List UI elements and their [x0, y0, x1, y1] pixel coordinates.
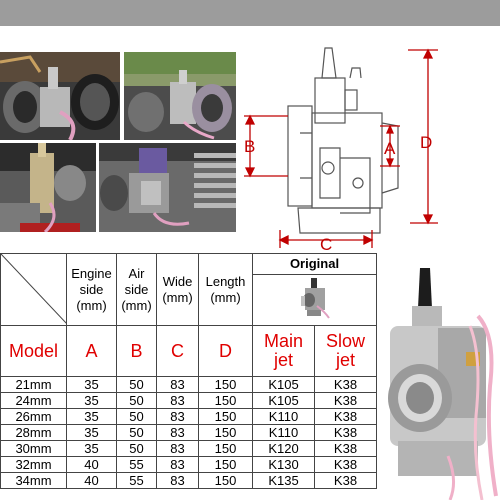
header-engine-side: Engine side (mm) [66, 253, 117, 326]
cell-d: 150 [198, 392, 253, 409]
cell-main: K110 [252, 408, 315, 425]
cell-b: 50 [116, 392, 157, 409]
cell-d: 150 [198, 408, 253, 425]
cell-b: 50 [116, 408, 157, 425]
dimension-label-d: D [420, 133, 432, 152]
cell-d: 150 [198, 440, 253, 457]
carburetor-line-drawing [287, 47, 399, 234]
carburetor-product-photo [378, 256, 500, 500]
cell-d: 150 [198, 376, 253, 393]
label-main-jet: Main jet [252, 325, 315, 377]
original-carburetor-thumbnail [300, 277, 330, 319]
cell-model: 28mm [0, 424, 67, 441]
cell-c: 83 [156, 408, 199, 425]
cell-slow: K38 [314, 392, 377, 409]
carburetor-dimension-diagram: D A B C [244, 47, 438, 253]
installed-carburetor-photo-1 [0, 52, 120, 140]
cell-b: 50 [116, 440, 157, 457]
carburetor-spec-table: Engine side (mm) Air side (mm) Wide (mm)… [0, 253, 377, 489]
cell-slow: K38 [314, 376, 377, 393]
cell-d: 150 [198, 424, 253, 441]
cell-a: 35 [66, 408, 117, 425]
header-length: Length (mm) [198, 253, 253, 326]
original-thumbnail-cell [252, 274, 377, 326]
dimension-label-c: C [320, 235, 332, 253]
header-air-side: Air side (mm) [116, 253, 157, 326]
diagonal-line [1, 254, 67, 324]
cell-slow: K38 [314, 472, 377, 489]
cell-c: 83 [156, 472, 199, 489]
cell-b: 55 [116, 472, 157, 489]
dimension-label-b: B [244, 137, 255, 156]
cell-b: 50 [116, 424, 157, 441]
cell-a: 35 [66, 376, 117, 393]
label-a: A [66, 325, 117, 377]
cell-main: K105 [252, 392, 315, 409]
cell-b: 50 [116, 376, 157, 393]
label-b: B [116, 325, 157, 377]
header-original: Original [252, 253, 377, 275]
installed-carburetor-photo-4 [99, 143, 236, 232]
installed-carburetor-photo-3 [0, 143, 96, 232]
label-c: C [156, 325, 199, 377]
label-model: Model [0, 325, 67, 377]
cell-model: 26mm [0, 408, 67, 425]
header-diagonal-cell [0, 253, 67, 326]
cell-c: 83 [156, 456, 199, 473]
cell-model: 30mm [0, 440, 67, 457]
header-wide: Wide (mm) [156, 253, 199, 326]
cell-c: 83 [156, 392, 199, 409]
cell-model: 32mm [0, 456, 67, 473]
cell-a: 35 [66, 392, 117, 409]
cell-slow: K38 [314, 456, 377, 473]
dimension-label-a: A [384, 139, 396, 158]
cell-a: 40 [66, 456, 117, 473]
cell-c: 83 [156, 440, 199, 457]
cell-model: 34mm [0, 472, 67, 489]
installed-carburetor-photo-2 [124, 52, 236, 140]
header-row: Engine side (mm) Air side (mm) Wide (mm)… [0, 253, 377, 326]
label-slow-jet: Slow jet [314, 325, 377, 377]
cell-a: 40 [66, 472, 117, 489]
model-header-row: Model A B C D Main jet Slow jet [0, 325, 377, 377]
cell-model: 21mm [0, 376, 67, 393]
top-gray-band [0, 0, 500, 26]
cell-model: 24mm [0, 392, 67, 409]
cell-slow: K38 [314, 440, 377, 457]
cell-main: K120 [252, 440, 315, 457]
cell-main: K130 [252, 456, 315, 473]
dimension-lines [244, 48, 438, 248]
cell-a: 35 [66, 424, 117, 441]
cell-d: 150 [198, 456, 253, 473]
cell-main: K105 [252, 376, 315, 393]
cell-main: K135 [252, 472, 315, 489]
cell-c: 83 [156, 376, 199, 393]
cell-d: 150 [198, 472, 253, 489]
cell-b: 55 [116, 456, 157, 473]
cell-a: 35 [66, 440, 117, 457]
label-d: D [198, 325, 253, 377]
top-cap [418, 268, 432, 308]
cell-c: 83 [156, 424, 199, 441]
cell-slow: K38 [314, 408, 377, 425]
cell-main: K110 [252, 424, 315, 441]
cell-slow: K38 [314, 424, 377, 441]
